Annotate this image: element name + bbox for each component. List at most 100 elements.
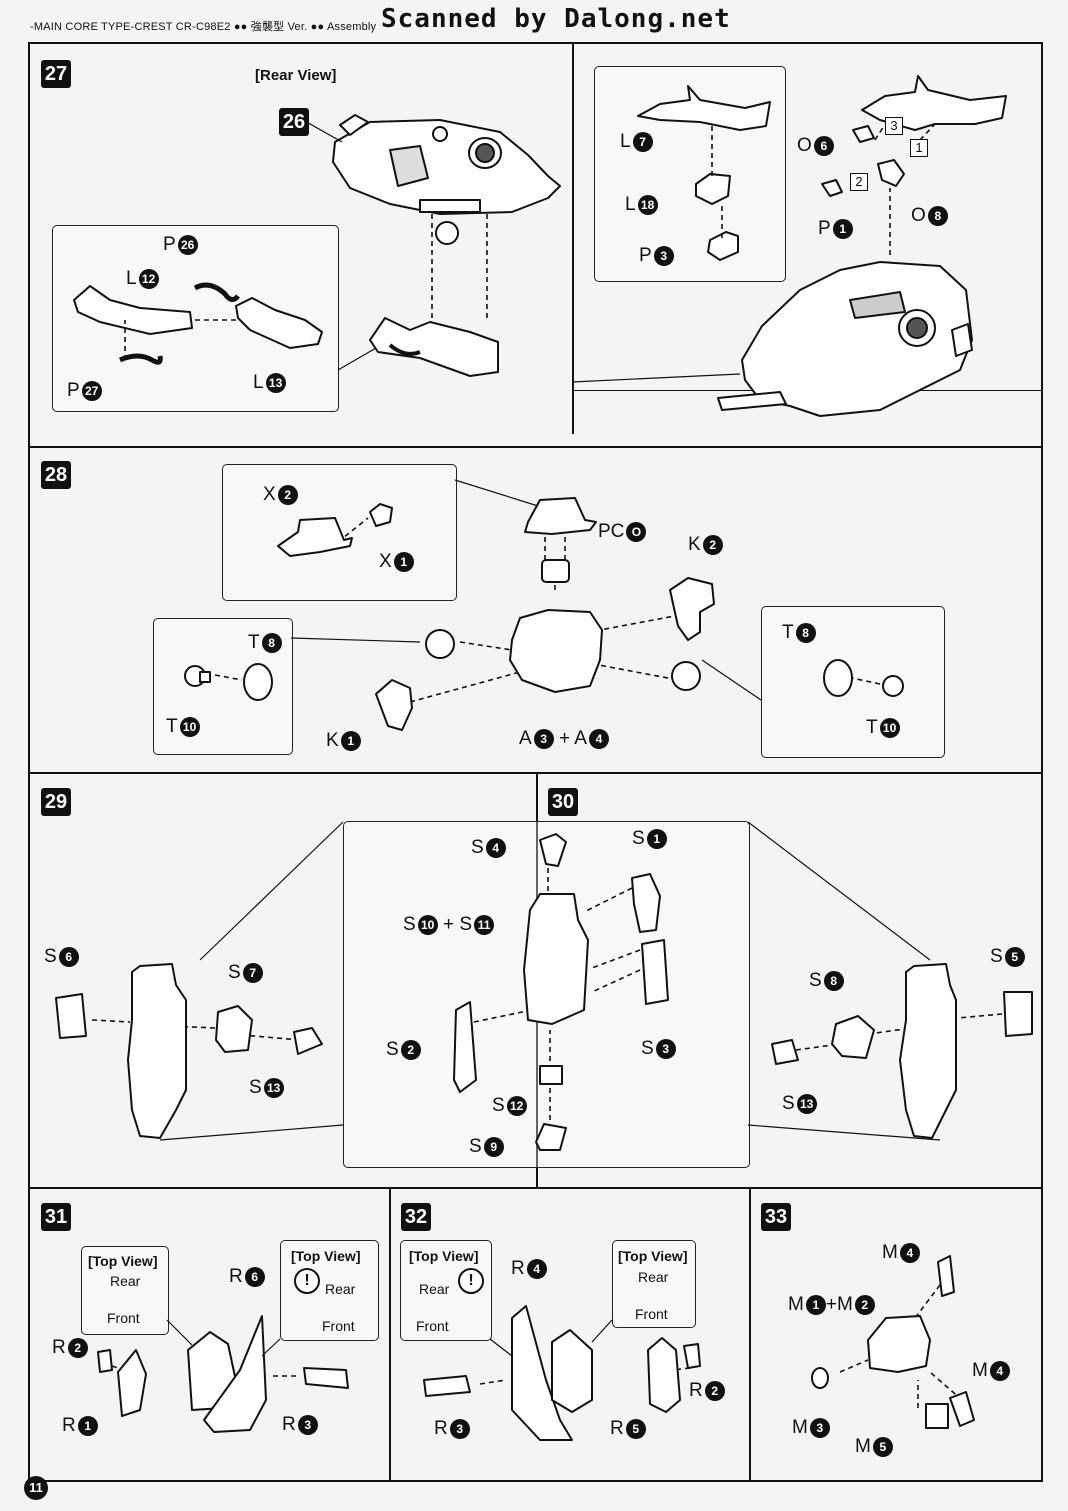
part-number: 6 (813, 136, 834, 156)
part-number: 5 (872, 1437, 893, 1457)
part-letter: R (689, 1380, 703, 1401)
part-letter: X (263, 484, 276, 505)
part-letter: S (228, 962, 241, 983)
part-number: 1 (646, 829, 667, 849)
part-number: 3 (653, 246, 674, 266)
part-letter: S (249, 1077, 262, 1098)
part-letter: PC (598, 521, 625, 542)
step-32-rear-label-2: Rear (638, 1269, 669, 1285)
part-letter: K (326, 730, 339, 751)
part-number: 27 (81, 381, 102, 401)
part-number: 4 (485, 838, 506, 858)
part-number: 10 (417, 915, 438, 935)
step-27-number: 27 (41, 60, 71, 88)
part-letter: R (282, 1414, 296, 1435)
part-letter: O (911, 205, 926, 226)
caution-icon: ! (294, 1268, 320, 1294)
step-30-number: 30 (548, 788, 578, 816)
part-letter: S (782, 1093, 795, 1114)
step-32-topview-title-1: [Top View] (409, 1248, 479, 1264)
step-31-rear-label-2: Rear (325, 1281, 356, 1297)
part-number: 1 (832, 219, 853, 239)
page-frame (28, 42, 1043, 1482)
part-number: 1 (805, 1295, 826, 1315)
part-number: 1 (393, 552, 414, 572)
part-letter: X (379, 551, 392, 572)
part-letter: L (126, 268, 137, 289)
part-letter: S (44, 946, 57, 967)
part-number: 6 (58, 947, 79, 967)
step-31-front-label-2: Front (322, 1318, 355, 1334)
step-28-detail-box-right (761, 606, 945, 758)
part-number: 13 (796, 1094, 817, 1114)
divider-28-29 (28, 772, 1043, 774)
part-letter: M (788, 1294, 804, 1315)
part-letter: S (469, 1136, 482, 1157)
part-letter: L (620, 131, 631, 152)
part-letter: O (797, 135, 812, 156)
part-letter: S (386, 1039, 399, 1060)
part-number: 2 (702, 535, 723, 555)
part-letter: L (625, 194, 636, 215)
part-number: 2 (277, 485, 298, 505)
part-number: 4 (899, 1243, 920, 1263)
part-letter: P (639, 245, 652, 266)
part-number: 8 (823, 971, 844, 991)
step-29-number: 29 (41, 788, 71, 816)
order-number: 1 (910, 139, 928, 157)
part-letter: P (67, 380, 80, 401)
part-letter: P (163, 234, 176, 255)
part-number: 2 (400, 1040, 421, 1060)
part-number: 3 (655, 1039, 676, 1059)
part-letter: M (792, 1417, 808, 1438)
part-letter: S (632, 828, 645, 849)
step-27-view-label: [Rear View] (255, 67, 337, 84)
part-number: 7 (242, 963, 263, 983)
step-28-number: 28 (41, 461, 71, 489)
order-number: 3 (885, 117, 903, 135)
part-letter: T (782, 622, 794, 643)
order-marker-3: 3 (885, 114, 903, 136)
order-marker-1: 1 (910, 136, 928, 158)
part-letter: M (836, 1294, 853, 1315)
part-number: 10 (179, 717, 200, 737)
part-number: 2 (67, 1338, 88, 1358)
part-letter: A (519, 728, 532, 749)
part-letter: S (459, 914, 473, 935)
step-32-front-label-2: Front (635, 1306, 668, 1322)
part-number: 2 (854, 1295, 875, 1315)
step-27-reference-26: 26 (279, 108, 309, 136)
header-title: -MAIN CORE TYPE-CREST CR-C98E2 ●● 強襲型 Ve… (30, 21, 377, 33)
part-number: 13 (265, 373, 286, 393)
step-31-topview-box-1 (81, 1246, 169, 1335)
part-number: O (626, 522, 647, 542)
page-number: 11 (24, 1476, 48, 1500)
part-number: 12 (138, 269, 159, 289)
part-number: 26 (177, 235, 198, 255)
part-letter: L (253, 372, 264, 393)
step-32-topview-title-2: [Top View] (618, 1248, 688, 1264)
